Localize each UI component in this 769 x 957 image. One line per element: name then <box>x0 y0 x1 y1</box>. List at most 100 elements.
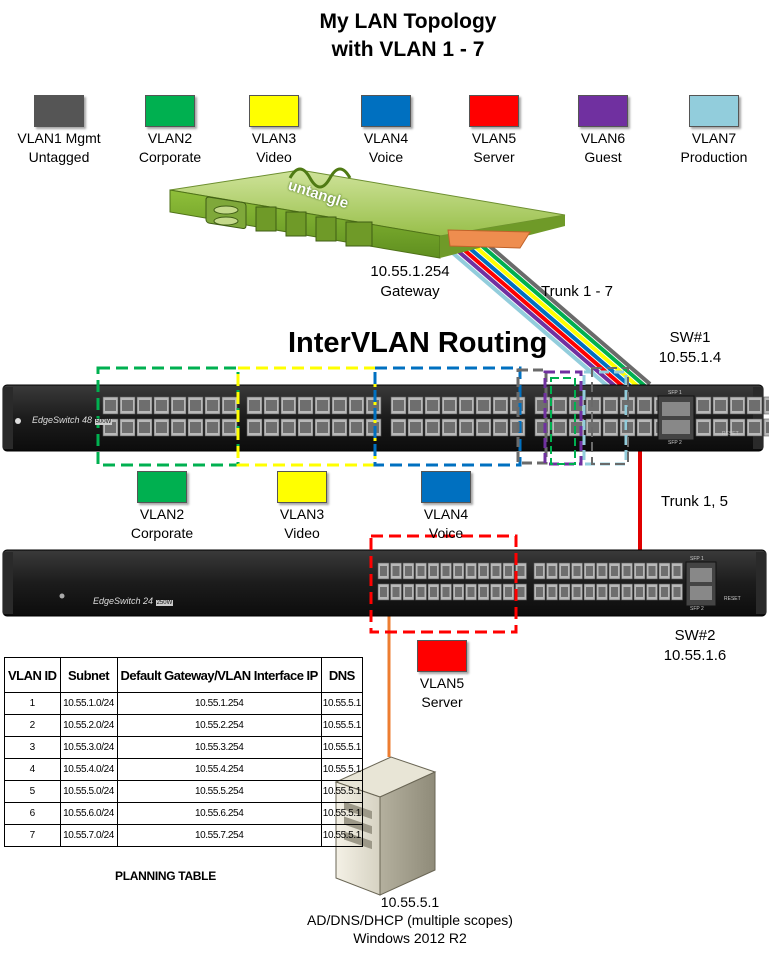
sw1-name: SW#1 <box>669 329 711 346</box>
sw1-group-vlan3: VLAN3 Video <box>247 471 357 543</box>
ethernet-port-socket <box>467 566 475 576</box>
ethernet-port-socket <box>598 566 606 576</box>
ethernet-port-socket <box>623 566 631 576</box>
group-swatch <box>277 471 327 503</box>
legend-vlan3: VLAN3 Video <box>219 95 329 167</box>
ethernet-port-socket <box>380 566 387 576</box>
legend-vlan1: VLAN1 Mgmt Untagged <box>4 95 114 167</box>
ethernet-port-socket <box>673 587 681 597</box>
ethernet-port-socket <box>571 400 582 411</box>
sw2-group-vlan5: VLAN5 Server <box>387 640 497 712</box>
ethernet-port-socket <box>512 400 523 411</box>
legend-vlan5: VLAN5 Server <box>439 95 549 167</box>
trunk-port-group-2 <box>543 370 583 466</box>
legend-swatch <box>689 95 739 127</box>
ethernet-port-socket <box>122 400 133 411</box>
gateway-cell: 10.55.3.254 <box>116 736 322 759</box>
legend-desc: Production <box>680 149 748 165</box>
legend-vlan7: VLAN7 Production <box>659 95 769 167</box>
vlan-id-cell: 4 <box>4 758 61 781</box>
ethernet-port-socket <box>467 587 475 597</box>
ethernet-port-socket <box>190 422 201 433</box>
trunk-port-group-1 <box>516 368 548 465</box>
ethernet-port-socket <box>430 566 437 576</box>
gateway-cell: 10.55.1.254 <box>116 692 322 715</box>
ethernet-port-socket <box>636 587 643 597</box>
ethernet-port-socket <box>478 422 489 433</box>
ethernet-port-socket <box>207 422 218 433</box>
group-desc: Video <box>284 525 320 541</box>
ethernet-port-socket <box>480 566 487 576</box>
legend-desc: Corporate <box>138 149 202 165</box>
ethernet-port-socket <box>139 400 150 411</box>
ethernet-port-socket <box>393 422 404 433</box>
switch-2-chassis <box>2 549 767 617</box>
ethernet-port-socket <box>173 422 184 433</box>
legend-swatch <box>578 95 628 127</box>
ethernet-port-socket <box>588 400 599 411</box>
legend-label: VLAN4 <box>363 130 409 146</box>
ethernet-port-socket <box>461 422 472 433</box>
ethernet-port-socket <box>427 422 438 433</box>
ethernet-port-socket <box>505 566 512 576</box>
ethernet-port-socket <box>461 400 472 411</box>
ethernet-port-socket <box>351 422 362 433</box>
ethernet-port-socket <box>283 422 294 433</box>
gateway-cell: 10.55.4.254 <box>116 758 322 781</box>
ethernet-port-socket <box>380 587 387 597</box>
switch-2-port-grid <box>377 562 683 601</box>
ethernet-port-socket <box>122 422 133 433</box>
ethernet-port-socket <box>639 422 650 433</box>
column-header: VLAN ID <box>4 657 61 693</box>
ethernet-port-socket <box>536 587 543 597</box>
sw1-sfp2-label: SFP 2 <box>668 440 682 446</box>
subnet-cell: 10.55.3.0/24 <box>59 736 118 759</box>
dns-cell: 10.55.5.1 <box>320 802 363 825</box>
planning-table: VLAN ID Subnet Default Gateway/VLAN Inte… <box>4 657 363 847</box>
subnet-cell: 10.55.1.0/24 <box>59 692 118 715</box>
ethernet-port-socket <box>505 587 512 597</box>
vlan-id-cell: 6 <box>4 802 61 825</box>
dns-cell: 10.55.5.1 <box>320 780 363 803</box>
trunk-1-5-label: Trunk 1, 5 <box>661 493 728 510</box>
ethernet-port-socket <box>766 400 769 411</box>
sw1-model-label: EdgeSwitch 48 500W <box>32 415 113 425</box>
intervlan-routing-title: InterVLAN Routing <box>288 327 548 359</box>
group-label: VLAN3 <box>279 506 325 522</box>
trunk-port-group-3 <box>550 377 576 465</box>
ethernet-port-socket <box>139 422 150 433</box>
ethernet-port-socket <box>455 566 462 576</box>
ethernet-port-socket <box>648 587 656 597</box>
ethernet-port-socket <box>207 400 218 411</box>
ethernet-port-socket <box>224 422 235 433</box>
ethernet-port-socket <box>673 566 681 576</box>
gateway-ip: 10.55.1.254 <box>370 263 450 280</box>
ethernet-port-socket <box>749 422 760 433</box>
gateway-cell: 10.55.5.254 <box>116 780 322 803</box>
trunk-1-7-label: Trunk 1 - 7 <box>541 283 613 300</box>
legend-desc: Voice <box>368 149 404 165</box>
ethernet-port-socket <box>480 587 487 597</box>
ethernet-port-socket <box>410 400 421 411</box>
legend-label: VLAN6 <box>580 130 626 146</box>
legend-desc: Untagged <box>28 149 90 165</box>
ethernet-port-socket <box>190 400 201 411</box>
group-swatch <box>417 640 467 672</box>
ethernet-port-socket <box>105 400 116 411</box>
ethernet-port-socket <box>417 566 425 576</box>
server-os: Windows 2012 R2 <box>353 930 467 946</box>
sw2-ip: 10.55.1.6 <box>663 647 727 664</box>
sw2-model-label: EdgeSwitch 24 250W <box>93 596 174 606</box>
dns-cell: 10.55.5.1 <box>320 758 363 781</box>
legend-swatch <box>145 95 195 127</box>
ethernet-port-socket <box>405 566 412 576</box>
ethernet-port-socket <box>156 400 167 411</box>
diagram-title: My LAN Topology with VLAN 1 - 7 <box>48 8 768 64</box>
subnet-cell: 10.55.7.0/24 <box>59 824 118 847</box>
column-header: Default Gateway/VLAN Interface IP <box>116 657 322 693</box>
ethernet-port-socket <box>249 400 260 411</box>
